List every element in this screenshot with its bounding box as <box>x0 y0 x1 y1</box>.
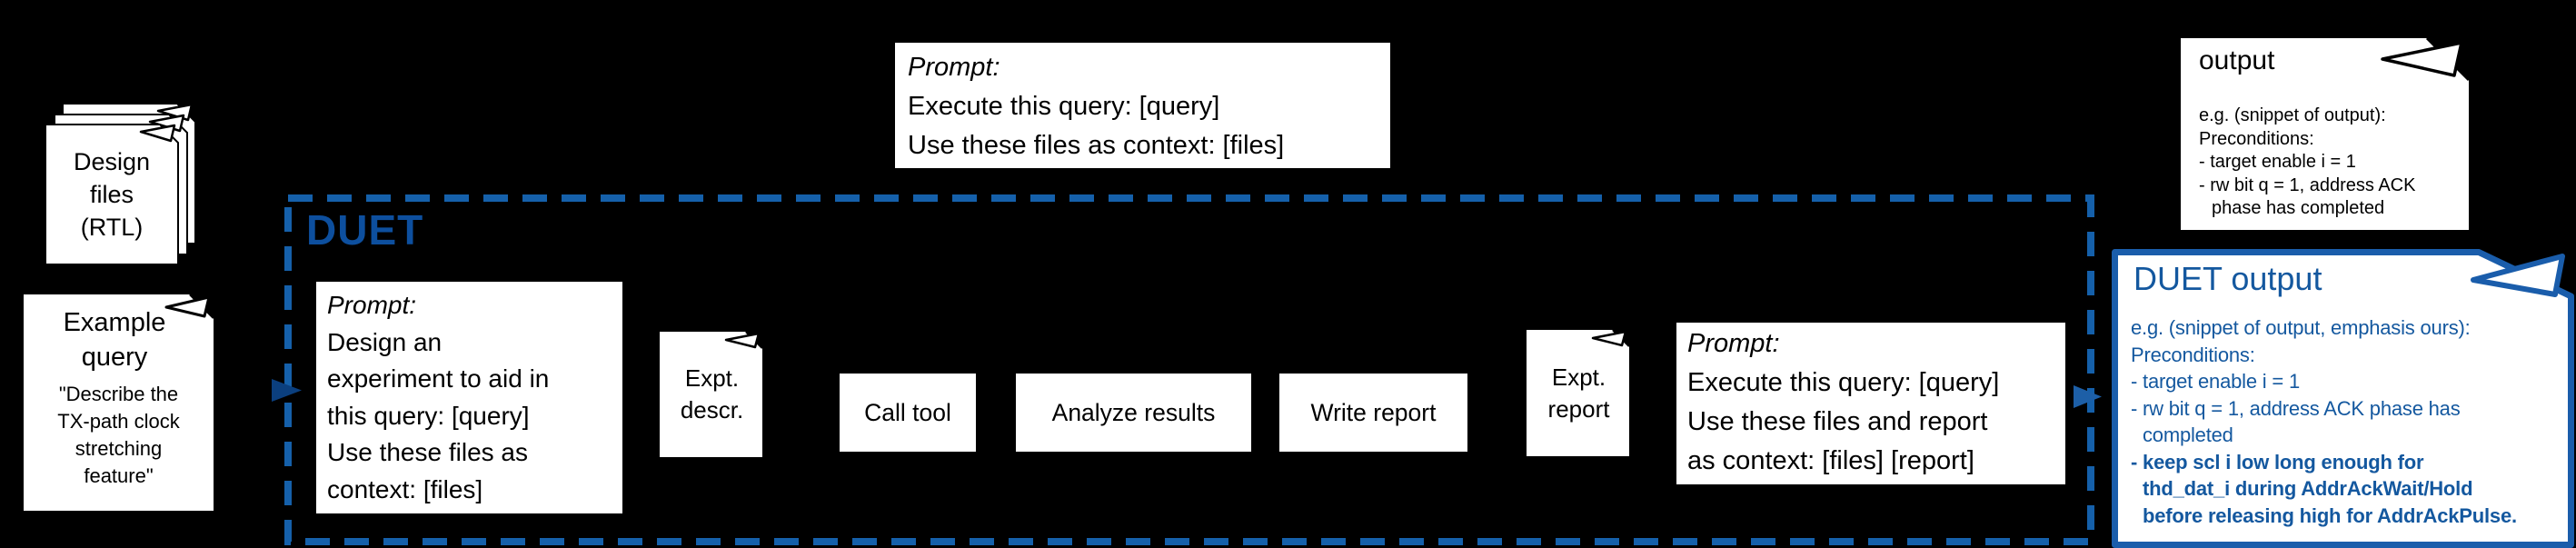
note-line: report <box>1547 394 1610 423</box>
expt-report-note: Expt. report <box>1527 329 1631 456</box>
prompt-line: context: [files] <box>327 474 483 503</box>
baseline-prompt-box: Prompt: Execute this query: [query] Use … <box>895 43 1390 168</box>
title-line: Example <box>63 308 166 337</box>
prompt-line: this query: [query] <box>327 401 530 430</box>
note-line: Expt. <box>1551 363 1606 391</box>
duet-output-body: e.g. (snippet of output, emphasis ours):… <box>2131 314 2565 529</box>
prompt-line: Use these files as context: [files] <box>908 131 1285 160</box>
duet-output-line: Preconditions: <box>2131 343 2255 366</box>
duet-output-bold-line: thd_dat_i during AddrAckWait/Hold <box>2143 477 2473 500</box>
output-line: e.g. (snippet of output): <box>2199 105 2386 125</box>
example-query-note: Example query "Describe the TX-path cloc… <box>24 294 218 511</box>
duet-output-line: completed <box>2143 423 2233 446</box>
prompt-label: Prompt: <box>908 53 1000 82</box>
prompt-label: Prompt: <box>1687 329 1780 358</box>
example-query-quote: "Describe the TX-path clock stretching f… <box>24 381 214 490</box>
design-files-line: Design <box>73 148 151 175</box>
prompt-line: Use these files as <box>327 438 528 466</box>
duet-output-line: - rw bit q = 1, address ACK phase has <box>2131 396 2461 420</box>
duet-output-bold-line: - keep scl i low long enough for <box>2131 450 2424 473</box>
note-line: descr. <box>680 396 744 423</box>
arrow-out-of-duet-icon <box>2074 385 2102 408</box>
design-files-line: files <box>89 181 134 208</box>
call-tool-step: Call tool <box>840 374 976 452</box>
expt-descr-note: Expt. descr. <box>660 331 764 457</box>
design-files-line: (RTL) <box>80 214 144 241</box>
output-note-body: e.g. (snippet of output): Preconditions:… <box>2199 105 2462 221</box>
quote-line: "Describe the <box>58 383 179 405</box>
output-line: - target enable i = 1 <box>2199 152 2356 172</box>
analyze-results-step: Analyze results <box>1016 374 1251 452</box>
output-line: Preconditions: <box>2199 128 2314 149</box>
note-page-icon <box>2181 36 2471 230</box>
note-page-icon <box>1527 329 1630 456</box>
prompt-line: as context: [files] [report] <box>1687 446 1974 475</box>
duet-output-line: - target enable i = 1 <box>2131 370 2300 393</box>
note-page-icon <box>660 331 763 457</box>
duet-dashed-border <box>284 194 2094 545</box>
prompt-line: experiment to aid in <box>327 364 550 393</box>
expt-descr-label: Expt. descr. <box>660 332 764 457</box>
quote-line: TX-path clock <box>57 410 180 433</box>
prompt-line: Use these files and report <box>1687 407 1988 436</box>
prompt-line: Design an <box>327 327 443 356</box>
duet-output-note: DUET output e.g. (snippet of output, emp… <box>2112 249 2576 548</box>
output-line: phase has completed <box>2212 198 2385 218</box>
note-line: Expt. <box>684 364 740 392</box>
execute-prompt-box: Prompt: Execute this query: [query] Use … <box>1676 323 2065 484</box>
prompt-line: Execute this query: [query] <box>1687 368 2000 397</box>
arrow-into-duet-icon <box>272 379 302 402</box>
output-note: output e.g. (snippet of output): Precond… <box>2181 36 2472 230</box>
example-query-title: Example query <box>24 305 205 374</box>
quote-line: stretching <box>75 437 163 460</box>
duet-output-bold-line: before releasing high for AddrAckPulse. <box>2143 503 2517 527</box>
note-page-icon <box>2112 249 2574 548</box>
design-experiment-prompt-box: Prompt: Design an experiment to aid in t… <box>316 282 622 513</box>
output-line: - rw bit q = 1, address ACK <box>2199 174 2416 195</box>
design-files-stack: Design files (RTL) <box>45 103 199 266</box>
expt-report-label: Expt. report <box>1527 330 1631 456</box>
note-page-icon <box>24 294 214 511</box>
prompt-line: Execute this query: [query] <box>908 92 1220 121</box>
duet-label: DUET <box>306 206 424 254</box>
prompt-label: Prompt: <box>327 291 417 319</box>
write-report-step: Write report <box>1279 374 1467 452</box>
quote-line: feature" <box>84 464 154 487</box>
page-icon <box>45 124 179 265</box>
title-line: query <box>81 343 148 372</box>
duet-output-line: e.g. (snippet of output, emphasis ours): <box>2131 316 2471 339</box>
duet-output-title: DUET output <box>2133 260 2322 297</box>
design-files-label: Design files (RTL) <box>45 124 179 265</box>
output-note-title: output <box>2199 45 2275 75</box>
